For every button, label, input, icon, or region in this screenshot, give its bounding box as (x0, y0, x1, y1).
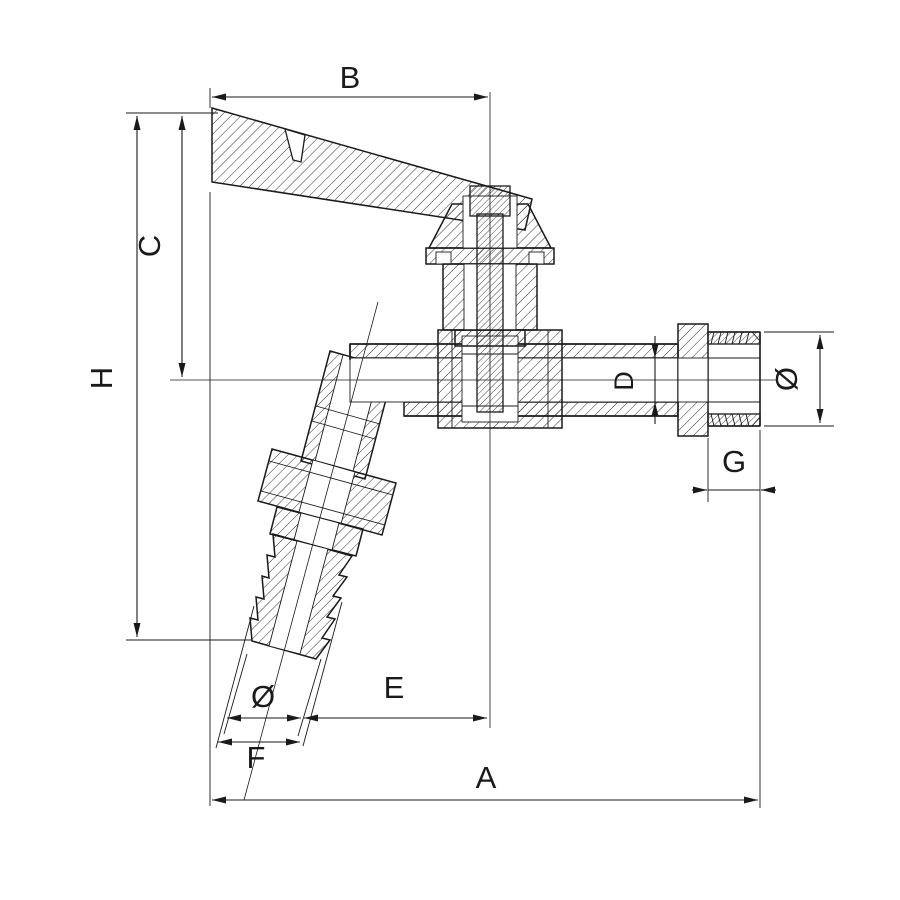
dimension-diameter-nozzle: Ø (223, 653, 322, 737)
lever-notch (284, 128, 306, 163)
dim-label-diameter-nozzle: Ø (251, 679, 275, 714)
dimension-c: C (132, 116, 186, 377)
dimension-f: F (215, 601, 343, 775)
dimension-d: D (609, 336, 659, 424)
hose-nozzle (249, 532, 354, 660)
dim-label-h: H (84, 367, 119, 389)
dim-label-a: A (476, 760, 497, 795)
dimension-h: H (84, 112, 252, 641)
dim-label-c: C (132, 235, 167, 257)
thread-top-wall (707, 331, 761, 345)
dimension-e: E (304, 670, 487, 722)
dim-label-f: F (247, 740, 266, 775)
hub-flange-notch-left (435, 251, 452, 265)
dim-label-e: E (384, 670, 405, 705)
dim-label-d: D (609, 371, 639, 391)
dim-label-g: G (722, 444, 746, 479)
hub-flange-notch-right (528, 251, 545, 265)
dim-label-b: B (340, 60, 361, 95)
dimensions: B C H D Ø (84, 60, 834, 808)
thread-bottom-wall (707, 413, 761, 427)
dimension-b: B (209, 60, 488, 108)
dimension-a: A (209, 192, 758, 806)
dimension-diameter-outlet: Ø (764, 331, 834, 427)
dim-label-diameter-outlet: Ø (769, 367, 804, 391)
valve-assembly (211, 107, 761, 660)
dimension-g: G (692, 430, 776, 808)
